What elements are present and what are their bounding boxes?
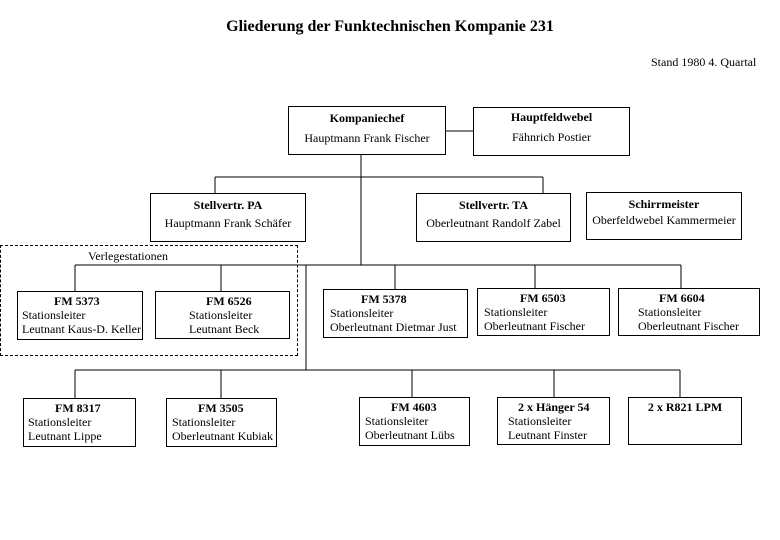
box-title: 2 x R821 LPM xyxy=(647,400,723,414)
box-title: FM 8317 xyxy=(55,401,101,415)
box-title: FM 4603 xyxy=(391,400,437,414)
box-title: Kompaniechef xyxy=(329,111,405,125)
box-schirrmeister: Schirrmeister Oberfeldwebel Kammermeier xyxy=(586,192,742,240)
group-label: Verlegestationen xyxy=(88,249,168,263)
box-person: Leutnant Lippe xyxy=(28,429,102,443)
box-role: Stationsleiter xyxy=(22,308,86,322)
box-person: Leutnant Finster xyxy=(508,428,587,442)
box-title: Stellvertr. PA xyxy=(193,198,263,212)
box-person: Oberleutnant Fischer xyxy=(638,319,739,333)
box-stellv-pa: Stellvertr. PA Hauptmann Frank Schäfer xyxy=(150,193,306,242)
box-stellv-ta: Stellvertr. TA Oberleutnant Randolf Zabe… xyxy=(416,193,571,242)
verlegestationen-group xyxy=(0,245,298,356)
box-kompaniechef: Kompaniechef Hauptmann Frank Fischer xyxy=(288,106,446,155)
box-title: 2 x Hänger 54 xyxy=(518,400,590,414)
box-title: FM 6604 xyxy=(659,291,705,305)
box-person: Oberleutnant Dietmar Just xyxy=(330,320,457,334)
box-role: Stationsleiter xyxy=(508,414,572,428)
box-person: Oberleutnant Randolf Zabel xyxy=(426,216,561,230)
box-person: Oberleutnant Lübs xyxy=(365,428,455,442)
box-title: FM 3505 xyxy=(198,401,244,415)
box-role: Stationsleiter xyxy=(365,414,429,428)
box-role: Stationsleiter xyxy=(638,305,702,319)
box-fm5373: FM 5373 Stationsleiter Leutnant Kaus-D. … xyxy=(17,291,143,340)
box-person: Leutnant Kaus-D. Keller xyxy=(22,322,141,336)
box-person: Oberleutnant Kubiak xyxy=(172,429,273,443)
box-hauptfeldwebel: Hauptfeldwebel Fähnrich Postier xyxy=(473,107,630,156)
box-fm6604: FM 6604 Stationsleiter Oberleutnant Fisc… xyxy=(618,288,760,336)
box-role: Stationsleiter xyxy=(330,306,394,320)
status-date: Stand 1980 4. Quartal xyxy=(651,55,757,69)
box-person: Hauptmann Frank Schäfer xyxy=(164,216,292,230)
box-person: Hauptmann Frank Fischer xyxy=(304,131,430,145)
box-role: Stationsleiter xyxy=(189,308,253,322)
box-title: FM 6503 xyxy=(520,291,566,305)
box-fm4603: FM 4603 Stationsleiter Oberleutnant Lübs xyxy=(359,397,470,446)
box-title: FM 5378 xyxy=(361,292,407,306)
box-person: Leutnant Beck xyxy=(189,322,260,336)
box-role: Stationsleiter xyxy=(172,415,236,429)
box-person: Oberfeldwebel Kammermeier xyxy=(592,213,736,227)
box-fm3505: FM 3505 Stationsleiter Oberleutnant Kubi… xyxy=(166,398,277,447)
box-title: Schirrmeister xyxy=(628,197,700,211)
box-person: Oberleutnant Fischer xyxy=(484,319,585,333)
box-title: Stellvertr. TA xyxy=(458,198,529,212)
box-fm6503: FM 6503 Stationsleiter Oberleutnant Fisc… xyxy=(477,288,610,336)
box-role: Stationsleiter xyxy=(28,415,92,429)
box-fm8317: FM 8317 Stationsleiter Leutnant Lippe xyxy=(23,398,136,447)
box-fm5378: FM 5378 Stationsleiter Oberleutnant Diet… xyxy=(323,289,468,338)
box-person: Fähnrich Postier xyxy=(512,130,591,144)
box-fm6526: FM 6526 Stationsleiter Leutnant Beck xyxy=(155,291,290,339)
box-title: FM 5373 xyxy=(54,294,100,308)
box-r821: 2 x R821 LPM xyxy=(628,397,742,445)
box-role: Stationsleiter xyxy=(484,305,548,319)
box-haenger: 2 x Hänger 54 Stationsleiter Leutnant Fi… xyxy=(497,397,610,445)
box-title: Hauptfeldwebel xyxy=(510,110,593,124)
box-title: FM 6526 xyxy=(206,294,252,308)
page-title: Gliederung der Funktechnischen Kompanie … xyxy=(226,18,554,35)
